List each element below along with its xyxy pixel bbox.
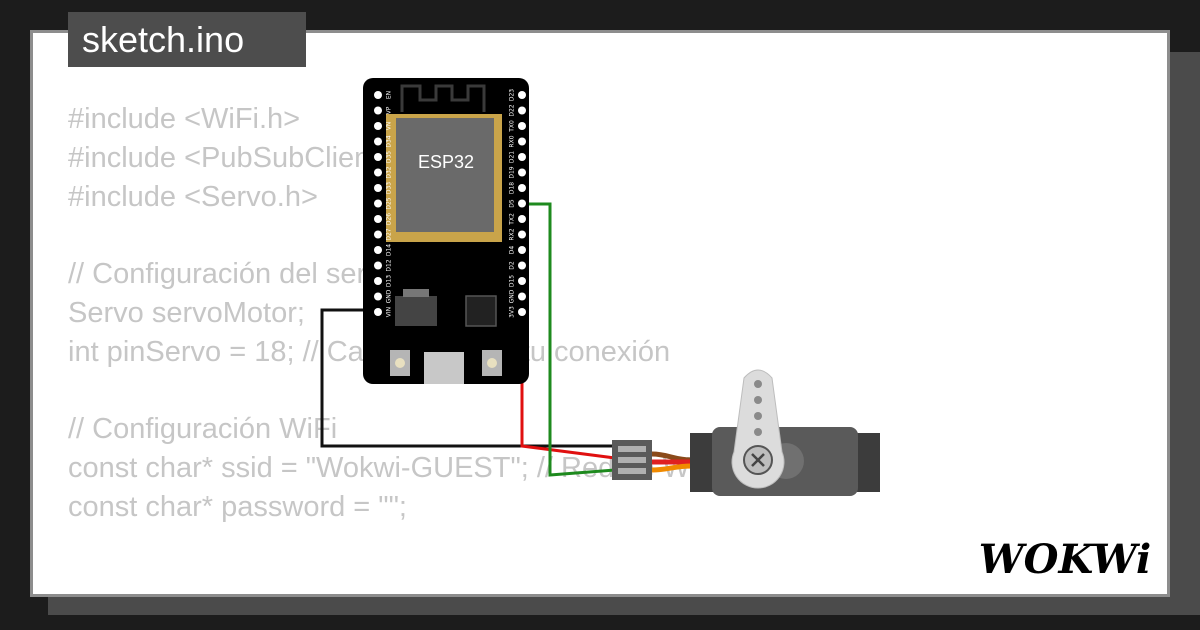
servo-motor[interactable] [612, 369, 880, 496]
code-line: #include <Servo.h> [68, 180, 318, 213]
pin-label: D21 [509, 151, 516, 163]
pin-label: D32 [386, 166, 393, 178]
pin-d12[interactable] [374, 261, 382, 270]
pin-label: EN [386, 91, 393, 99]
pin-label: D5 [509, 199, 516, 208]
pin-label: D4 [509, 246, 516, 255]
pin-d26[interactable] [374, 215, 382, 223]
pin-d22[interactable] [518, 106, 526, 115]
pin-d4[interactable] [518, 246, 526, 254]
pin-tx2[interactable] [518, 215, 526, 223]
code-line: // Configuración WiFi [68, 413, 338, 446]
pin-rx0[interactable] [518, 137, 526, 146]
pin-d21[interactable] [518, 153, 526, 161]
pin-label: TX2 [509, 213, 516, 226]
pin-label: D15 [509, 275, 516, 287]
wokwi-logo-text: WOKWi [979, 536, 1152, 583]
pin-d18[interactable] [518, 184, 526, 192]
pin-label: D34 [386, 135, 393, 147]
file-tab[interactable]: sketch.ino [68, 12, 306, 67]
pin-vp[interactable] [374, 106, 382, 115]
esp32-board[interactable]: ESP32 ENVPVND34D35D32D33D25D26D27D14D12D… [363, 78, 529, 384]
wire-power [520, 326, 616, 460]
pin-label: D22 [509, 104, 516, 116]
pin-label: GND [386, 289, 393, 303]
pin-d33[interactable] [374, 184, 382, 192]
pin-label: D14 [386, 244, 393, 256]
pin-d2[interactable] [518, 261, 526, 270]
code-line: const char* password = ""; [68, 490, 407, 523]
pin-label: GND [509, 289, 516, 303]
pin-3v3[interactable] [518, 308, 526, 316]
wire-signal [522, 202, 616, 477]
pin-rx2[interactable] [518, 230, 526, 239]
pin-en[interactable] [374, 91, 382, 99]
pin-label: TX0 [509, 120, 516, 133]
pin-label: RX2 [509, 228, 516, 240]
pin-d5[interactable] [518, 199, 526, 208]
pin-label: D35 [386, 151, 393, 163]
pin-label: 3V3 [509, 306, 516, 318]
pin-vin[interactable] [374, 308, 382, 316]
preview-card [30, 30, 1170, 597]
code-line: // Configuración del servo [68, 258, 397, 291]
pin-d15[interactable] [518, 277, 526, 285]
wokwi-logo: WOKWi [979, 536, 1152, 583]
pin-d34[interactable] [374, 137, 382, 146]
wire-ground [320, 308, 615, 448]
code-line: Servo servoMotor; [68, 296, 305, 329]
pin-label: D19 [509, 166, 516, 178]
pin-label: D27 [386, 228, 393, 240]
esp32-chip-label: ESP32 [418, 152, 474, 172]
pin-label: VP [386, 106, 393, 114]
pin-label: D2 [509, 261, 516, 270]
pin-vn[interactable] [374, 122, 382, 130]
code-line: #include <WiFi.h> [68, 103, 301, 135]
pin-label: D23 [509, 89, 516, 101]
pin-d13[interactable] [374, 277, 382, 285]
pin-d25[interactable] [374, 199, 382, 208]
pin-label: D12 [386, 259, 393, 271]
pin-label: D18 [509, 182, 516, 194]
pin-d19[interactable] [518, 168, 526, 177]
pin-d23[interactable] [518, 91, 526, 99]
pin-d14[interactable] [374, 246, 382, 254]
pin-label: D25 [386, 197, 393, 209]
pin-d27[interactable] [374, 230, 382, 239]
pin-label: D33 [386, 182, 393, 194]
pin-gnd[interactable] [374, 292, 382, 301]
pin-d32[interactable] [374, 168, 382, 177]
pin-label: VN [386, 122, 393, 131]
pin-d35[interactable] [374, 153, 382, 161]
pin-label: VIN [386, 307, 393, 317]
pin-tx0[interactable] [518, 122, 526, 130]
pin-label: RX0 [509, 135, 516, 147]
pin-gnd[interactable] [518, 292, 526, 301]
pin-label: D13 [386, 275, 393, 287]
pin-label: D26 [386, 213, 393, 225]
